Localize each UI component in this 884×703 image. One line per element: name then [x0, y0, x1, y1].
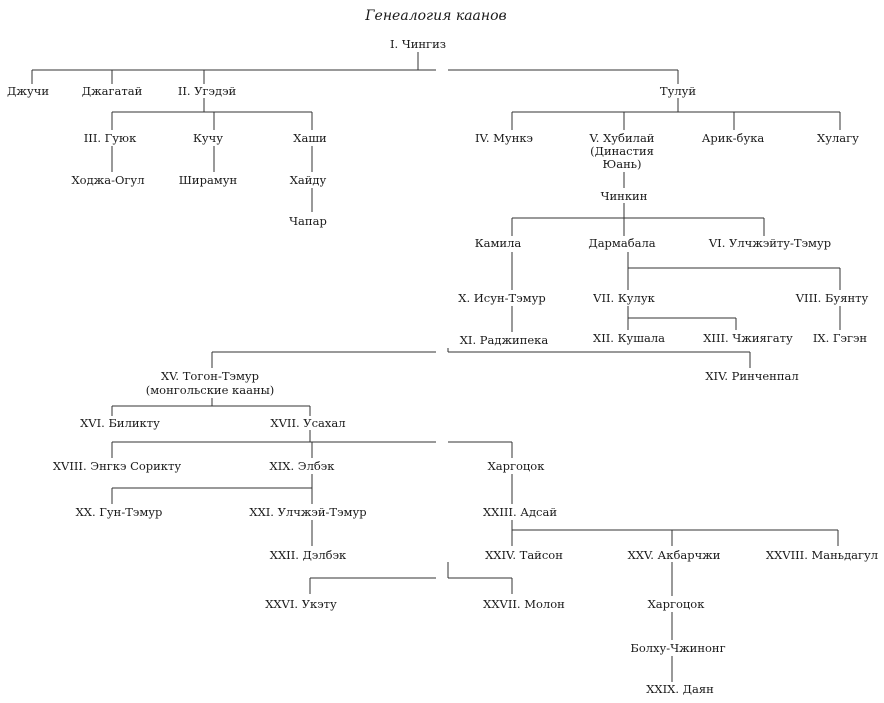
person-guyuk: III. Гуюк — [84, 131, 137, 145]
person-bolkhu: Болху-Чжинонг — [630, 641, 725, 655]
person-arikbuka: Арик-бука — [702, 131, 765, 145]
person-molon: XXVII. Молон — [483, 597, 565, 611]
person-chjiyagatu: XIII. Чжиягату — [703, 331, 793, 345]
person-kamila: Камила — [475, 236, 522, 250]
person-rajipeka: XI. Раджипека — [460, 333, 549, 347]
person-gun: XX. Гун-Тэмур — [76, 505, 163, 519]
person-akbarchji: XXV. Акбарчжи — [628, 548, 721, 562]
person-buyantu: VIII. Буянту — [795, 291, 869, 305]
person-adsai: XXIII. Адсай — [483, 505, 557, 519]
person-munke: IV. Мункэ — [475, 131, 533, 145]
person-taison: XXIV. Тайсон — [485, 548, 563, 562]
person-engke: XVIII. Энгкэ Сорикту — [53, 459, 182, 473]
person-kushala: XII. Кушала — [593, 331, 665, 345]
person-togon-line2: (монгольские кааны) — [146, 383, 275, 397]
person-khargotsok-1: Харгоцок — [488, 459, 546, 473]
person-khubilai-line1: V. Хубилай — [589, 131, 655, 145]
person-delbek: XXII. Дэлбэк — [270, 548, 347, 562]
person-jagatai: Джагатай — [82, 84, 143, 98]
person-khulagu: Хулагу — [817, 131, 859, 145]
person-usakhal: XVII. Усахал — [270, 416, 345, 430]
person-gegen: IX. Гэгэн — [813, 331, 868, 345]
person-ugedei: II. Угэдэй — [178, 84, 237, 98]
person-chingiz: I. Чингиз — [390, 37, 446, 51]
person-khubilai-line3: Юань) — [603, 157, 642, 171]
person-juchi: Джучи — [7, 84, 49, 98]
person-khoja: Ходжа-Огул — [71, 173, 144, 187]
person-shiramun: Ширамун — [179, 173, 238, 187]
person-ulchjeitu: VI. Улчжэйту-Тэмур — [708, 236, 831, 250]
person-tului: Тулуй — [660, 84, 697, 98]
connector-lines — [31, 52, 841, 682]
person-elbek: XIX. Элбэк — [270, 459, 336, 473]
person-khashi: Хаши — [293, 131, 327, 145]
person-khargotsok-2: Харгоцок — [648, 597, 706, 611]
person-rinchenpal: XIV. Ринченпал — [705, 369, 798, 383]
person-uketu: XXVI. Укэту — [265, 597, 337, 611]
person-labels: I. Чингиз Джучи Джагатай II. Угэдэй Тулу… — [7, 37, 878, 696]
person-isun: X. Исун-Тэмур — [458, 291, 545, 305]
person-darmabala: Дармабала — [588, 236, 655, 250]
person-khaidu: Хайду — [290, 173, 327, 187]
person-ulchjei: XXI. Улчжэй-Тэмур — [249, 505, 366, 519]
person-khubilai-line2: (Династия — [590, 144, 654, 158]
person-chapar: Чапар — [289, 214, 327, 228]
person-kuluk: VII. Кулук — [592, 291, 655, 305]
person-biliktu: XVI. Биликту — [80, 416, 160, 430]
person-mandagul: XXVIII. Маньдагул — [766, 548, 878, 562]
person-chinkin: Чинкин — [601, 189, 648, 203]
diagram-title: Генеалогия каанов — [364, 8, 506, 24]
person-togon-line1: XV. Тогон-Тэмур — [161, 369, 259, 383]
person-kuchu: Кучу — [193, 131, 223, 145]
person-dayan: XXIX. Даян — [646, 682, 714, 696]
